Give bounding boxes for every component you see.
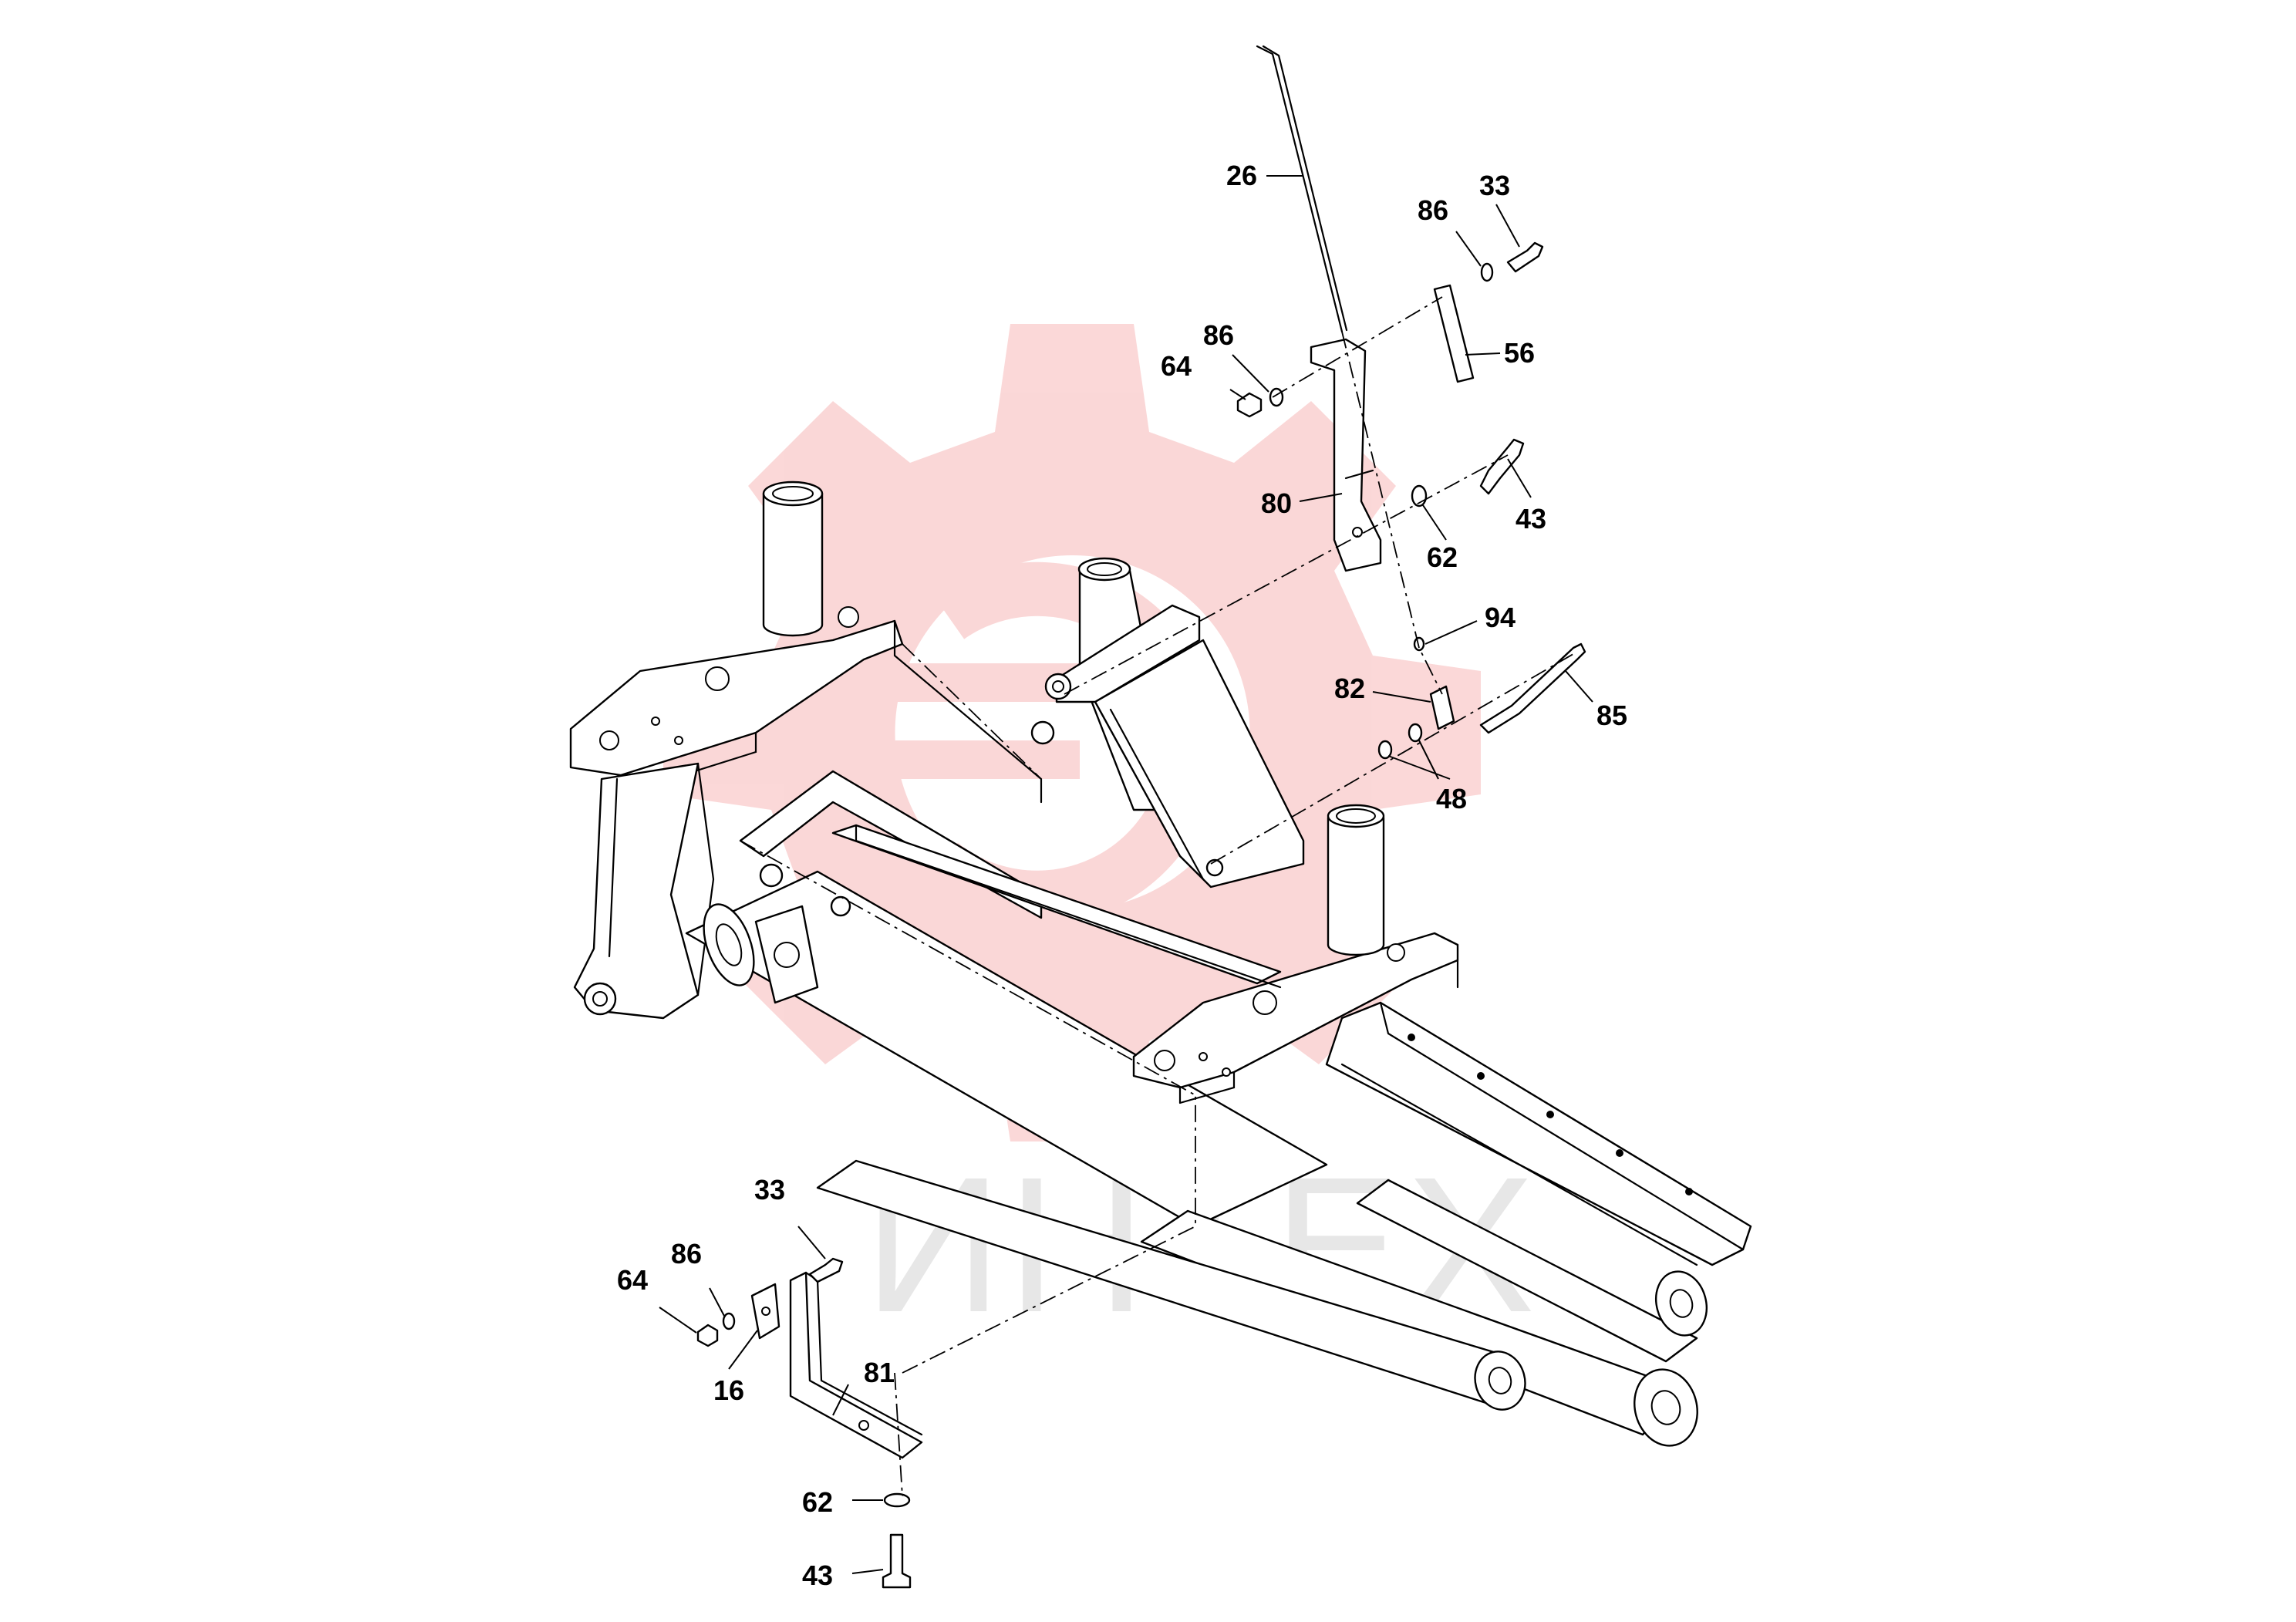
bolt-33-top	[1506, 241, 1544, 273]
center-column-assembly	[1030, 557, 1305, 889]
nut-64-bottom	[696, 1324, 719, 1347]
mower-frame-assembly	[569, 481, 1328, 1228]
leader-lines	[659, 175, 1593, 1574]
callout-94: 94	[1485, 602, 1515, 633]
control-rod-parts	[1236, 45, 1586, 760]
right-top-plate	[1132, 932, 1459, 1089]
bracket-81-parts	[696, 1257, 923, 1589]
watermark-stripe-2	[679, 740, 1080, 779]
stop-plate	[1433, 284, 1475, 383]
left-top-plate	[569, 619, 904, 777]
washer-48-a	[1408, 723, 1423, 743]
callout-62-top: 62	[1427, 541, 1458, 573]
callout-86-top: 86	[1418, 194, 1448, 226]
bolt-33-bottom	[808, 1257, 844, 1283]
assembly-lines	[740, 296, 1578, 1497]
washer-86-bottom	[722, 1312, 736, 1330]
callout-64-left: 64	[1161, 350, 1192, 382]
callout-86-bottom: 86	[671, 1238, 702, 1270]
callout-26: 26	[1226, 160, 1257, 191]
callout-43-top: 43	[1515, 503, 1546, 534]
callout-33-bottom: 33	[754, 1174, 785, 1206]
clip-94	[1413, 636, 1425, 652]
right-frame-assembly	[816, 804, 1752, 1447]
washer-62-bottom	[883, 1492, 911, 1508]
callout-48: 48	[1436, 783, 1467, 814]
front-roller-a	[1356, 1179, 1698, 1363]
cross-bar	[831, 824, 1282, 985]
callout-80: 80	[1261, 487, 1292, 519]
column-link-arm	[1094, 639, 1305, 889]
rear-roller-tube	[685, 870, 1328, 1228]
callout-86-left: 86	[1203, 319, 1234, 351]
washer-48-b	[1377, 740, 1393, 760]
callout-16: 16	[713, 1374, 744, 1406]
control-rod	[1256, 45, 1344, 333]
callout-64-bottom: 64	[617, 1264, 648, 1296]
callout-56: 56	[1504, 337, 1535, 369]
right-post	[1327, 816, 1385, 956]
callout-labels: 26 86 33 86 64 56 80 43 62 94 82 85 48 3…	[617, 160, 1627, 1591]
callout-82: 82	[1334, 673, 1365, 704]
callout-43-bottom: 43	[802, 1560, 833, 1591]
callout-62-bottom: 62	[802, 1486, 833, 1518]
column-yoke	[1055, 604, 1201, 703]
callout-85: 85	[1596, 700, 1627, 731]
link-82	[1429, 685, 1455, 730]
bolt-85	[1479, 642, 1586, 734]
washer-86-top	[1480, 262, 1494, 282]
left-post	[762, 492, 824, 637]
bolt-43-top	[1479, 438, 1525, 495]
left-arm-bracket	[573, 762, 700, 1020]
main-beam	[739, 770, 1043, 919]
bolt-43-bottom	[882, 1533, 912, 1589]
callout-33-top: 33	[1479, 170, 1510, 201]
washer-86-left	[1269, 387, 1284, 407]
callout-81: 81	[864, 1357, 895, 1388]
